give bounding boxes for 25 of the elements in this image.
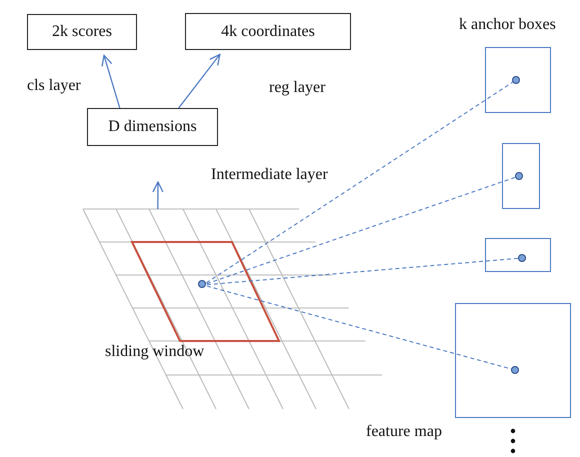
layer-label: Intermediate layer — [211, 166, 328, 184]
anchor-center-dot — [511, 366, 519, 374]
anchor-center-dot — [518, 254, 526, 262]
layer-label: feature map — [366, 423, 442, 441]
anchor-box — [502, 143, 540, 209]
arrow — [152, 181, 164, 210]
layer-label: reg layer — [269, 79, 326, 97]
dashed-line — [206, 258, 519, 286]
layer-box: 2k scores — [27, 14, 137, 50]
anchor-box — [455, 303, 571, 418]
anchor-center-dot — [512, 76, 520, 84]
layer-box: D dimensions — [87, 108, 218, 146]
arrow — [101, 54, 120, 108]
layer-label: cls layer — [27, 77, 81, 95]
dashed-line — [206, 176, 516, 284]
anchor-box — [485, 47, 551, 113]
dashed-line — [206, 82, 514, 284]
layer-label: k anchor boxes — [459, 16, 556, 34]
anchor-center-dot — [515, 172, 523, 180]
dashed-line — [206, 286, 512, 370]
layer-label: sliding window — [105, 343, 204, 361]
anchor-box — [485, 238, 551, 272]
arrow — [178, 54, 220, 108]
anchor-center-dot — [198, 280, 206, 288]
layer-box: 4k coordinates — [185, 13, 351, 50]
